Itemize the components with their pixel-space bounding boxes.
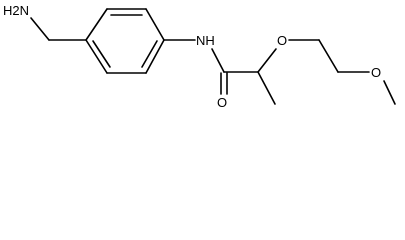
bond-o-methyl [383,80,396,105]
molecule-structure: H2N NH O O O [3,3,396,110]
ring-bond-3 [145,8,165,41]
carbonyl-oxygen-label: O [217,95,227,110]
amide-nh-label: NH [196,33,215,48]
amine-label: H2N [3,3,29,18]
molecule-canvas: H2N NH O O O [3,3,396,110]
ring-double-bond-right [141,40,158,68]
ring-bond-6 [85,39,108,74]
bond-alpha-methyl [257,71,276,105]
bond-n-ch2 [30,17,50,41]
ring-double-bond-left [92,40,111,68]
ring-bond-4 [145,39,165,74]
benzene-ring [85,8,165,74]
aminomethyl-group [30,17,87,41]
terminal-oxygen-label: O [371,65,381,80]
amide-group [163,39,228,95]
alkoxy-chain [223,39,396,105]
ring-bond-1 [85,8,108,41]
bond-ch2-ch2 [318,39,339,73]
bond-alpha-o [257,48,277,73]
bond-n-carbonyl-c [211,48,225,73]
ether-oxygen-label: O [277,33,287,48]
